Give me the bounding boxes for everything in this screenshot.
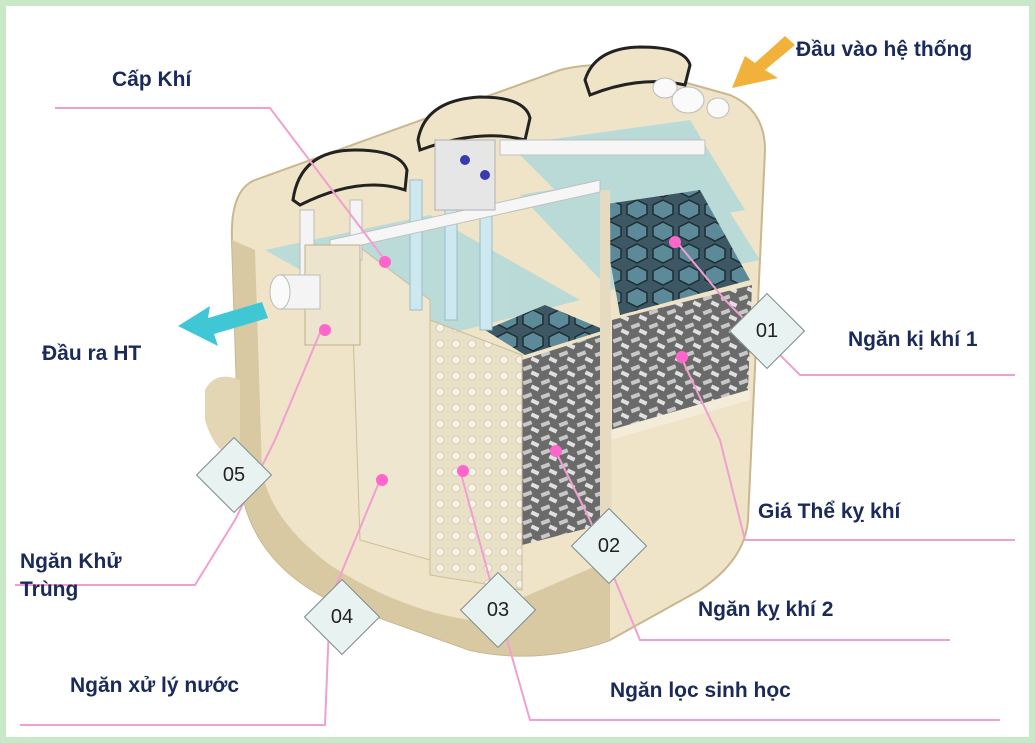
partition-wall-left — [349, 238, 431, 561]
label-inlet: Đầu vào hệ thống — [796, 38, 973, 61]
chamber-02-media-top — [485, 305, 605, 355]
marker-01-text: 01 — [755, 319, 779, 342]
outlet-arrow — [178, 302, 268, 346]
label-anaerobic-media: Giá Thể kỵ khí — [758, 500, 901, 523]
marker-02-text: 02 — [597, 534, 621, 557]
chamber-02-media-bottom — [522, 335, 600, 545]
label-disinfection: Ngăn Khử Trùng — [20, 550, 122, 602]
marker-04-text: 04 — [330, 605, 354, 628]
label-water-treatment: Ngăn xử lý nước — [70, 674, 240, 697]
marker-05-text: 05 — [222, 463, 246, 486]
marker-dots — [319, 236, 688, 486]
tank-lids — [291, 45, 692, 207]
chamber-01-shelf — [610, 390, 750, 440]
label-bio-filter: Ngăn lọc sinh học — [610, 679, 791, 702]
inlet-ports — [652, 77, 730, 119]
label-anaerobic-1: Ngăn kị khí 1 — [848, 328, 978, 351]
partition-wall-right — [600, 190, 612, 555]
perforated-wall — [429, 319, 523, 591]
outlet-port — [269, 274, 321, 310]
label-anaerobic-2: Ngăn kỵ khí 2 — [698, 598, 834, 621]
label-outlet: Đầu ra HT — [42, 342, 142, 365]
marker-03-text: 03 — [486, 598, 510, 621]
label-air-supply: Cấp Khí — [112, 68, 192, 91]
air-pipes — [299, 139, 706, 346]
inlet-arrow — [732, 36, 795, 88]
